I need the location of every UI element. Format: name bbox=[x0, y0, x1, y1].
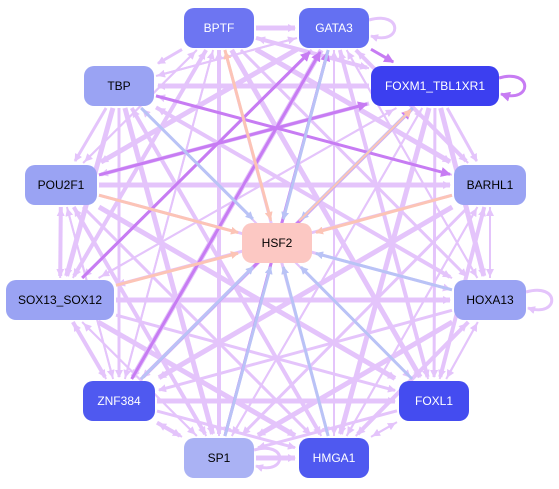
node-box bbox=[454, 280, 526, 320]
edges-layer bbox=[56, 16, 554, 472]
edge-strong-pou2f1-foxm1 bbox=[98, 101, 368, 177]
node-label: HOXA13 bbox=[466, 293, 514, 307]
node-label: ZNF384 bbox=[97, 394, 141, 408]
edge-sp1-hsf2 bbox=[223, 266, 273, 437]
node-box bbox=[454, 165, 526, 205]
edge-foxl1-hsf2 bbox=[299, 265, 414, 381]
node-label: BARHL1 bbox=[467, 178, 514, 192]
node-box bbox=[84, 66, 154, 106]
edge-hoxa13-sp1 bbox=[256, 319, 454, 438]
node-hsf2[interactable]: HSF2 bbox=[242, 223, 312, 263]
node-label: GATA3 bbox=[315, 21, 353, 35]
node-box bbox=[242, 223, 312, 263]
edge-barhl1-hsf2 bbox=[315, 193, 453, 235]
edge-sp1-znf384 bbox=[158, 422, 183, 438]
node-label: SOX13_SOX12 bbox=[18, 293, 102, 307]
node-box bbox=[184, 8, 254, 48]
node-box bbox=[184, 438, 254, 478]
self-loop-foxm1 bbox=[498, 74, 527, 102]
edge-strong-sox13-gata3 bbox=[81, 50, 311, 280]
edge-bptf-tbp bbox=[157, 48, 183, 65]
node-box bbox=[371, 66, 499, 106]
node-foxl1[interactable]: FOXL1 bbox=[399, 381, 469, 421]
edge-hoxa13-tbp bbox=[157, 107, 453, 279]
edge-hoxa13-hsf2 bbox=[315, 251, 453, 292]
node-hoxa13[interactable]: HOXA13 bbox=[454, 280, 526, 320]
edge-strong-tbp-barhl1 bbox=[155, 94, 451, 177]
self-loop-sp1 bbox=[253, 446, 282, 472]
node-label: HMGA1 bbox=[313, 451, 356, 465]
edge-gata3-hsf2 bbox=[281, 49, 330, 220]
edge-tbp-hsf2 bbox=[140, 106, 254, 221]
node-hmga1[interactable]: HMGA1 bbox=[299, 438, 369, 478]
node-sp1[interactable]: SP1 bbox=[184, 438, 254, 478]
node-foxm1[interactable]: FOXM1_TBL1XR1 bbox=[371, 66, 499, 106]
node-label: FOXL1 bbox=[415, 394, 453, 408]
node-bptf[interactable]: BPTF bbox=[184, 8, 254, 48]
edge-hsf2-foxm1 bbox=[298, 109, 412, 222]
node-pou2f1[interactable]: POU2F1 bbox=[25, 165, 97, 205]
edge-hmga1-foxl1 bbox=[370, 422, 396, 438]
edge-sox13-pou2f1 bbox=[56, 208, 65, 279]
node-tbp[interactable]: TBP bbox=[84, 66, 154, 106]
node-gata3[interactable]: GATA3 bbox=[299, 8, 369, 48]
node-label: SP1 bbox=[208, 451, 231, 465]
self-loop-hoxa13 bbox=[525, 288, 554, 314]
edge-znf384-sox13 bbox=[73, 323, 108, 380]
node-box bbox=[299, 8, 369, 48]
edge-sox13-foxm1 bbox=[98, 109, 394, 279]
edge-znf384-hsf2 bbox=[139, 265, 255, 381]
edge-pou2f1-foxl1 bbox=[97, 204, 397, 381]
edge-strong-gata3-foxm1 bbox=[370, 47, 395, 64]
edge-barhl1-znf384 bbox=[157, 204, 454, 380]
node-label: FOXM1_TBL1XR1 bbox=[385, 79, 485, 93]
edge-sox13-hsf2 bbox=[115, 251, 239, 287]
edge-foxm1-barhl1 bbox=[445, 107, 478, 162]
edge-strong-znf384-gata3 bbox=[130, 51, 322, 380]
node-box bbox=[83, 381, 155, 421]
node-label: HSF2 bbox=[262, 236, 293, 250]
node-box bbox=[399, 381, 469, 421]
node-znf384[interactable]: ZNF384 bbox=[83, 381, 155, 421]
node-label: BPTF bbox=[204, 21, 235, 35]
node-label: TBP bbox=[107, 79, 130, 93]
edge-bptf-foxl1 bbox=[229, 48, 423, 379]
edge-pou2f1-hsf2 bbox=[98, 193, 239, 235]
node-box bbox=[6, 280, 114, 320]
node-box bbox=[299, 438, 369, 478]
edge-foxl1-hoxa13 bbox=[445, 323, 478, 380]
node-sox13[interactable]: SOX13_SOX12 bbox=[6, 280, 114, 320]
node-barhl1[interactable]: BARHL1 bbox=[454, 165, 526, 205]
edge-hsf2-bptf bbox=[223, 51, 273, 222]
edge-tbp-pou2f1 bbox=[73, 107, 108, 162]
edge-hmga1-hsf2 bbox=[281, 266, 330, 437]
node-box bbox=[25, 165, 97, 205]
edge-sp1-foxm1 bbox=[230, 109, 422, 437]
edge-pou2f1-hmga1 bbox=[81, 205, 312, 436]
node-label: POU2F1 bbox=[38, 178, 85, 192]
self-loop-gata3 bbox=[368, 16, 397, 42]
edge-hmga1-tbp bbox=[132, 109, 323, 437]
